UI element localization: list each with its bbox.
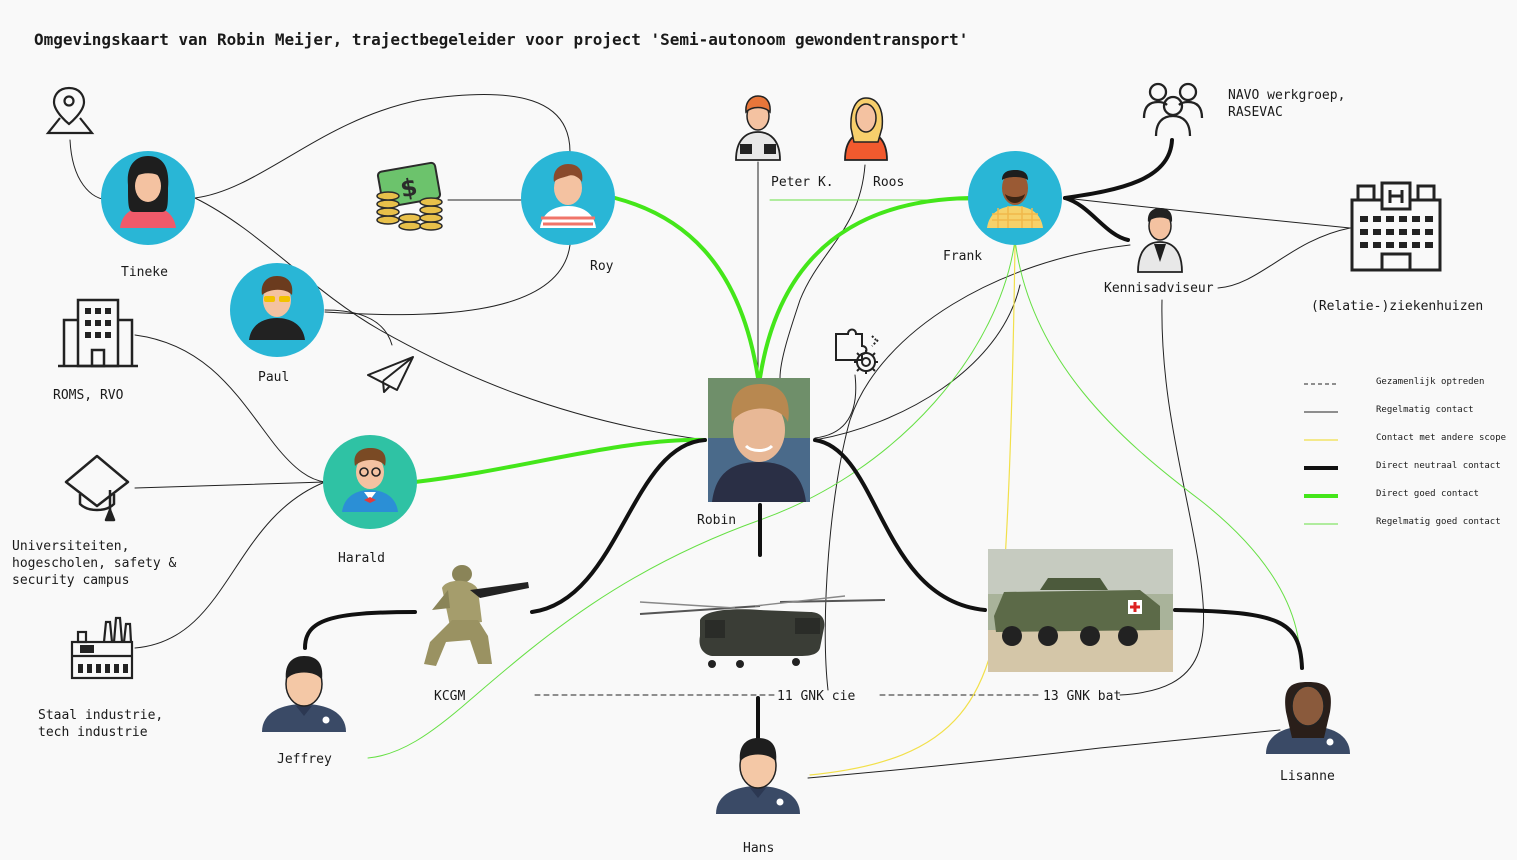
- edge-tineke-roy-top: [194, 94, 571, 199]
- avatar-roos: [844, 97, 888, 161]
- edge-industry-harald: [134, 481, 326, 649]
- avatar-lisanne: [1266, 682, 1350, 754]
- avatar-jeffrey: [262, 656, 346, 732]
- edge-kennis-13gnk: [1119, 299, 1205, 696]
- avatar-harald: [323, 435, 417, 529]
- edge-frank-lisanne: [1014, 239, 1301, 661]
- label-universiteiten: Universiteiten, hogescholen, safety & se…: [12, 539, 177, 588]
- edge-kcgm-jeffrey: [303, 610, 417, 650]
- svg-text:$: $: [398, 173, 419, 203]
- avatar-hans: [716, 738, 800, 814]
- label-industrie: Staal industrie, tech industrie: [38, 708, 164, 740]
- puzzle-gear-icon: [835, 328, 879, 374]
- edge-frank-kennis: [1063, 196, 1130, 242]
- paper-plane-icon: [367, 356, 414, 393]
- edge-roos-robin: [779, 164, 866, 379]
- location-pin-icon: [45, 86, 95, 135]
- edge-frank-robin-green: [758, 196, 972, 380]
- legend-swatches: [1304, 383, 1338, 525]
- helicopter-image: [639, 595, 886, 668]
- label-13-gnk-bat: 13 GNK bat: [1043, 689, 1122, 704]
- legend-label: Gezamenlijk optreden: [1376, 377, 1485, 387]
- legend-label: Direct neutraal contact: [1376, 461, 1501, 471]
- money-icon: $: [376, 161, 443, 231]
- boxer-vehicle-image: [988, 549, 1173, 672]
- graduation-cap-icon: [64, 454, 130, 522]
- edge-paul-roy: [324, 244, 571, 316]
- label-hans: Hans: [743, 841, 775, 856]
- label-roos: Roos: [873, 175, 905, 190]
- avatar-peter: [735, 95, 781, 161]
- label-11-gnk-cie: 11 GNK cie: [777, 689, 856, 704]
- avatar-roy: [521, 151, 615, 245]
- legend-label: Regelmatig goed contact: [1376, 517, 1501, 527]
- edge-hans-lisanne: [807, 729, 1281, 779]
- edge-frank-ziekenhuis: [1064, 197, 1351, 229]
- avatar-tineke: [101, 151, 195, 245]
- edge-robin-kcgm: [530, 438, 707, 614]
- label-frank: Frank: [943, 249, 983, 264]
- label-peter: Peter K.: [771, 175, 834, 190]
- hospital-icon: [1350, 181, 1442, 272]
- edge-robin-boxer: [813, 438, 987, 612]
- edge-frank-navo: [1063, 138, 1174, 200]
- label-kcgm: KCGM: [434, 689, 466, 704]
- soldier-image: [424, 565, 529, 666]
- label-kennisadviseur: Kennisadviseur: [1104, 281, 1214, 296]
- edge-frank-robin: [814, 284, 1021, 441]
- label-navo: NAVO werkgroep, RASEVAC: [1228, 88, 1346, 120]
- edge-paul-plane: [324, 309, 393, 346]
- legend-label: Direct goed contact: [1376, 489, 1479, 499]
- page-title: Omgevingskaart van Robin Meijer, traject…: [34, 30, 969, 49]
- edge-harald-robin: [413, 437, 707, 484]
- edge-uni-harald: [134, 481, 326, 489]
- edge-roms-harald: [134, 334, 326, 483]
- avatar-paul: [230, 263, 324, 357]
- label-robin: Robin: [697, 513, 737, 528]
- edge-boxer-lisanne: [1173, 608, 1304, 670]
- label-tineke: Tineke: [121, 265, 168, 280]
- legend-label: Regelmatig contact: [1376, 405, 1474, 415]
- legend-label: Contact met andere scope: [1376, 433, 1507, 443]
- edge-kennis-ziekenhuis: [1217, 227, 1351, 289]
- edge-roy-robin: [613, 196, 760, 380]
- label-harald: Harald: [338, 551, 385, 566]
- edge-frank-jeffrey: [367, 239, 1016, 759]
- factory-icon: [70, 616, 134, 680]
- label-ziekenhuizen: (Relatie-)ziekenhuizen: [1311, 299, 1484, 314]
- label-paul: Paul: [258, 370, 290, 385]
- label-jeffrey: Jeffrey: [277, 752, 332, 767]
- label-roy: Roy: [590, 259, 614, 274]
- edge-gear-robin: [814, 374, 857, 439]
- avatar-kennisadviseur: [1137, 208, 1183, 273]
- group-people-icon: [1142, 82, 1204, 137]
- label-lisanne: Lisanne: [1280, 769, 1335, 784]
- label-roms: ROMS, RVO: [53, 388, 124, 403]
- office-building-icon: [58, 298, 138, 368]
- photo-robin: [708, 378, 810, 502]
- avatar-frank: [968, 151, 1062, 245]
